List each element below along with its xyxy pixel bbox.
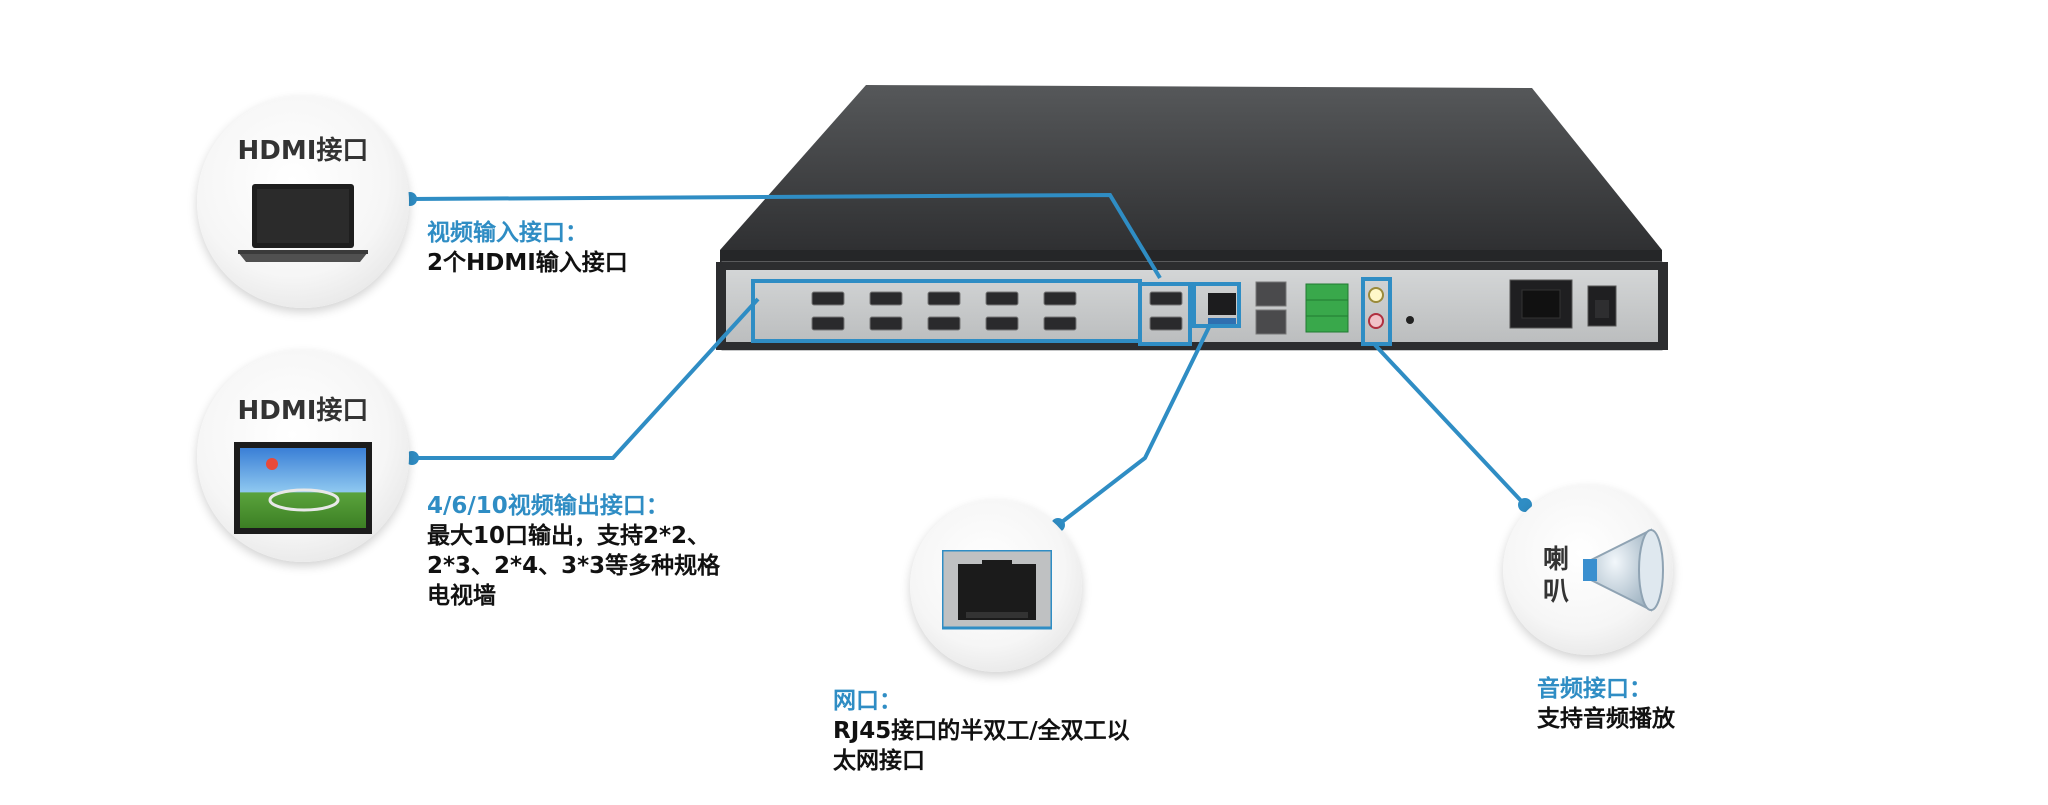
audio-caption: 音频接口： 支持音频播放 <box>1537 674 1675 734</box>
network-bubble <box>910 500 1082 672</box>
hdmi-port <box>1149 291 1183 306</box>
hdmi-port <box>869 316 903 331</box>
caption-line: 2个HDMI输入接口 <box>427 250 628 276</box>
power-module <box>1509 279 1617 329</box>
caption-title: 网口： <box>833 688 902 714</box>
hdmi-output-ports <box>811 291 1077 331</box>
hdmi-port <box>985 291 1019 306</box>
network-ports <box>1208 281 1287 335</box>
caption-line: RJ45接口的半双工/全双工以 <box>833 718 1130 744</box>
hdmi-port <box>927 316 961 331</box>
speaker-icon <box>1583 528 1664 612</box>
terminal-block <box>1305 283 1349 333</box>
monitor-icon <box>234 442 372 534</box>
speaker-label-line2: 叭 <box>1543 577 1570 607</box>
audio-jacks <box>1368 287 1414 329</box>
caption-line: 2*3、2*4、3*3等多种规格 <box>427 553 721 579</box>
caption-title: 视频输入接口： <box>427 220 588 246</box>
caption-line: 太网接口 <box>833 748 925 774</box>
hdmi-port <box>1149 316 1183 331</box>
video-output-caption: 4/6/10视频输出接口： 最大10口输出，支持2*2、 2*3、2*4、3*3… <box>427 491 720 611</box>
speaker-bubble: 喇 叭 <box>1503 485 1673 655</box>
highlight-boxes <box>751 277 1392 346</box>
rj45-port-icon <box>942 550 1052 630</box>
speaker-label-line1: 喇 <box>1543 545 1570 575</box>
hdmi-output-bubble: HDMI接口 <box>197 350 409 562</box>
hdmi-port <box>869 291 903 306</box>
laptop-icon <box>238 184 368 262</box>
hdmi-port <box>927 291 961 306</box>
caption-title: 音频接口： <box>1537 676 1652 702</box>
connector-lines <box>409 192 1527 527</box>
caption-title: 4/6/10视频输出接口： <box>427 493 669 519</box>
video-input-caption: 视频输入接口： 2个HDMI输入接口 <box>427 218 628 278</box>
caption-line: 最大10口输出，支持2*2、 <box>427 523 711 549</box>
network-caption: 网口： RJ45接口的半双工/全双工以 太网接口 <box>833 686 1130 776</box>
bubble-label: HDMI接口 <box>237 136 369 166</box>
hdmi-port <box>811 291 845 306</box>
hdmi-port <box>1043 316 1077 331</box>
hdmi-port <box>985 316 1019 331</box>
hdmi-input-ports <box>1149 291 1183 331</box>
caption-line: 电视墙 <box>427 583 496 609</box>
hdmi-port <box>1043 291 1077 306</box>
caption-line: 支持音频播放 <box>1537 706 1675 732</box>
hdmi-input-bubble: HDMI接口 <box>197 96 409 308</box>
hdmi-port <box>811 316 845 331</box>
bubble-label: HDMI接口 <box>237 396 369 426</box>
